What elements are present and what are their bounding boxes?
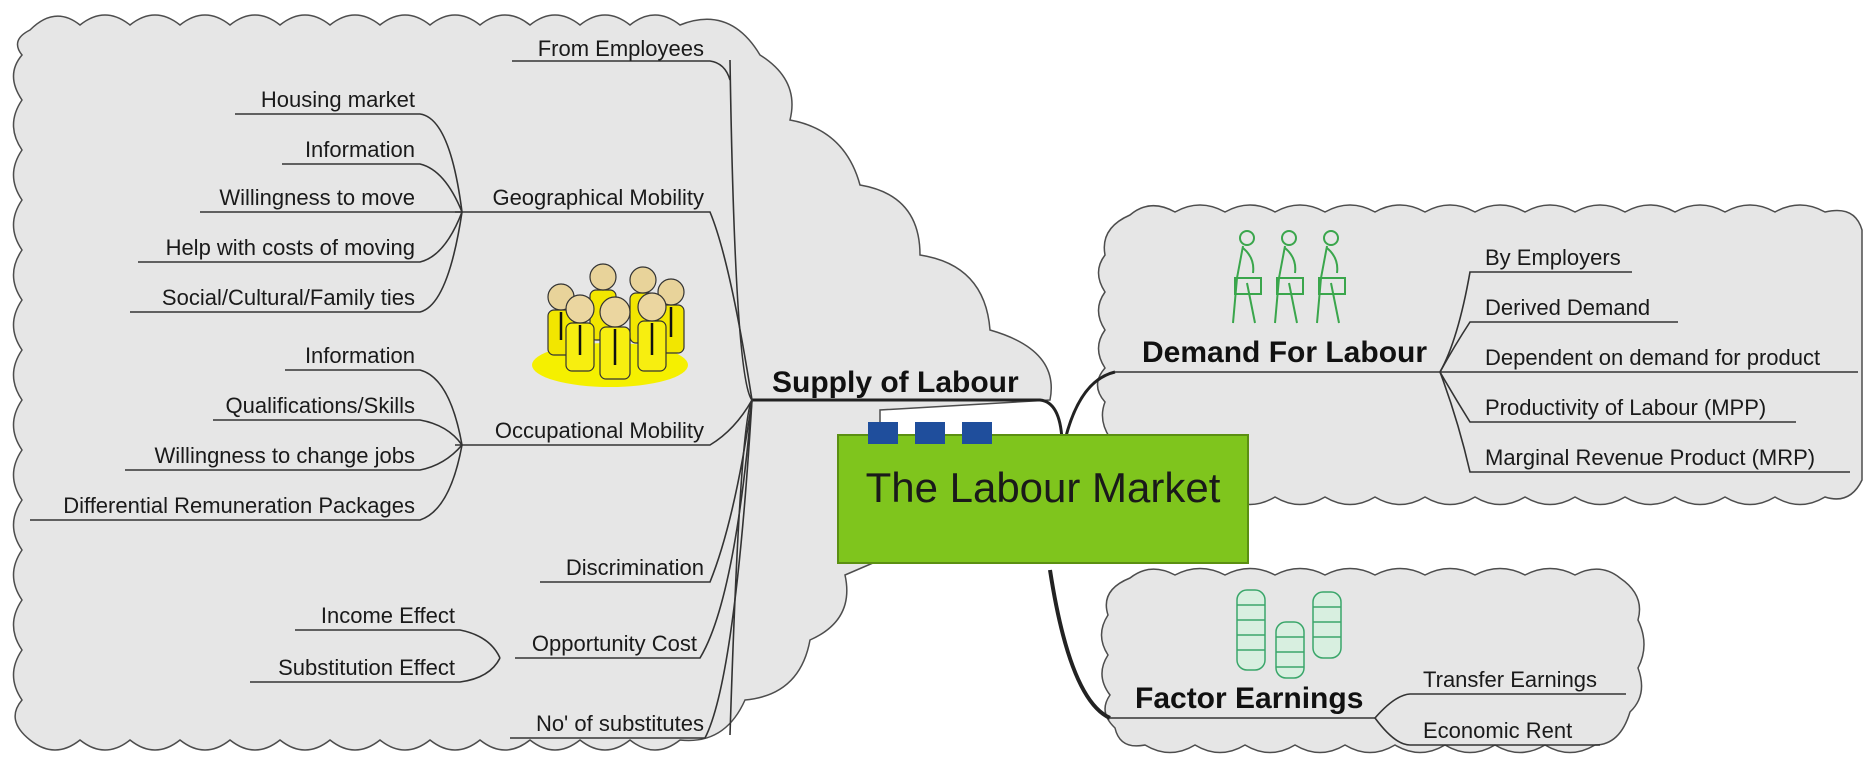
from-employees-label[interactable]: From Employees: [538, 36, 704, 61]
coin-stacks-icon: [1236, 589, 1342, 679]
group-of-people-icon: [532, 263, 688, 387]
opp-item-income[interactable]: Income Effect: [321, 603, 455, 628]
supply-branch-lines: [30, 59, 753, 739]
demand-item-employers[interactable]: By Employers: [1485, 245, 1621, 270]
geo-item-ties[interactable]: Social/Cultural/Family ties: [162, 285, 415, 310]
discrimination-label[interactable]: Discrimination: [566, 555, 704, 580]
geo-item-willingness[interactable]: Willingness to move: [219, 185, 415, 210]
tab-marker-2: [915, 422, 945, 444]
demand-branch-lines: [1115, 271, 1858, 473]
center-box: [837, 434, 1249, 564]
center-node[interactable]: The Labour Market: [837, 422, 1249, 564]
earnings-item-transfer[interactable]: Transfer Earnings: [1423, 667, 1597, 692]
geo-item-housing[interactable]: Housing market: [261, 87, 415, 112]
opportunity-cost-label[interactable]: Opportunity Cost: [532, 631, 697, 656]
geographical-mobility-label[interactable]: Geographical Mobility: [492, 185, 704, 210]
supply-cloud: [12, 14, 1052, 751]
occ-item-information[interactable]: Information: [305, 343, 415, 368]
substitutes-label[interactable]: No' of substitutes: [536, 711, 704, 736]
earnings-title[interactable]: Factor Earnings: [1135, 682, 1363, 715]
geo-item-information[interactable]: Information: [305, 137, 415, 162]
tab-marker-1: [868, 422, 898, 444]
occ-item-qualifications[interactable]: Qualifications/Skills: [225, 393, 415, 418]
demand-item-derived[interactable]: Derived Demand: [1485, 295, 1650, 320]
demand-title[interactable]: Demand For Labour: [1142, 336, 1427, 369]
walking-workers-icon: [1232, 230, 1346, 324]
occ-item-change-jobs[interactable]: Willingness to change jobs: [155, 443, 415, 468]
tab-marker-3: [962, 422, 992, 444]
supply-title[interactable]: Supply of Labour: [772, 366, 1019, 399]
demand-item-mrp[interactable]: Marginal Revenue Product (MRP): [1485, 445, 1815, 470]
occupational-mobility-label[interactable]: Occupational Mobility: [495, 418, 704, 443]
earnings-item-rent[interactable]: Economic Rent: [1423, 718, 1572, 743]
demand-item-productivity[interactable]: Productivity of Labour (MPP): [1485, 395, 1766, 420]
trunk-lines: [752, 370, 1116, 720]
opp-item-substitution[interactable]: Substitution Effect: [278, 655, 455, 680]
demand-item-dependent[interactable]: Dependent on demand for product: [1485, 345, 1820, 370]
geo-item-costs[interactable]: Help with costs of moving: [166, 235, 415, 260]
earnings-branch-lines: [1110, 693, 1626, 746]
occ-item-remuneration[interactable]: Differential Remuneration Packages: [63, 493, 415, 518]
center-title: The Labour Market: [866, 464, 1221, 511]
